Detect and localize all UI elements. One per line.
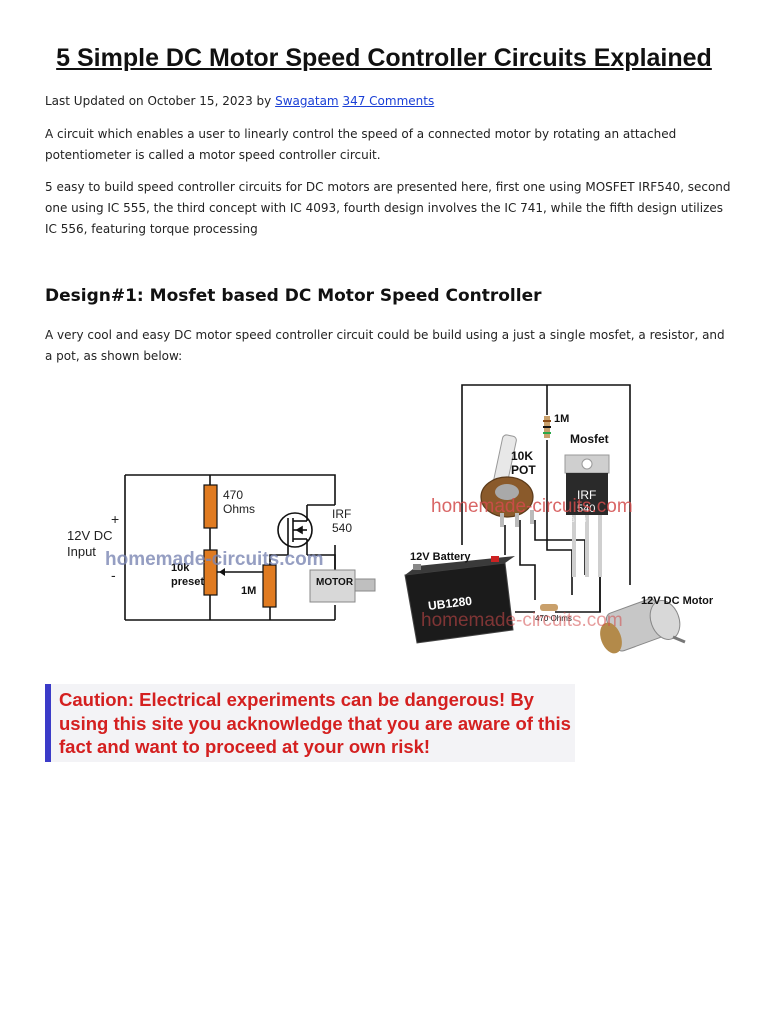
comments-link[interactable]: 347 Comments [342, 94, 435, 108]
wiring-watermark-bottom: homemade-circuits.com [421, 610, 623, 631]
updated-text: Last Updated on October 15, 2023 by [45, 94, 272, 108]
pot-label-line-2: POT [511, 463, 536, 477]
chip-label-line-2: 540 [577, 503, 595, 515]
minus-sign: - [111, 567, 116, 583]
input-label-line-1: 12V DC [67, 528, 113, 543]
resistor-1m [262, 564, 277, 608]
plus-sign: + [111, 511, 119, 527]
pot-label-line-1: 10K [511, 449, 533, 463]
motor-label: MOTOR [316, 577, 354, 588]
motor-box [309, 569, 356, 603]
section-heading: Design#1: Mosfet based DC Motor Speed Co… [45, 286, 542, 306]
wiring-resistor-label: 1M [554, 413, 569, 425]
mosfet-number-label: 540 [332, 521, 352, 535]
schematic-watermark: homemade-circuits.com [105, 549, 324, 570]
page-title: 5 Simple DC Motor Speed Controller Circu… [56, 44, 712, 72]
r1-value-label: 470 [223, 488, 243, 502]
mosfet-chip [566, 473, 608, 515]
intro-paragraph-2: 5 easy to build speed controller circuit… [45, 180, 731, 236]
intro-paragraph-1: A circuit which enables a user to linear… [45, 127, 677, 162]
chip-label-line-1: IRF [577, 488, 596, 502]
battery-label: 12V Battery [410, 551, 471, 563]
input-label-line-2: Input [67, 544, 96, 559]
preset-label-line-1: 10k [171, 562, 190, 574]
resistor-470-ohms-photo [540, 604, 558, 611]
r1-unit-label: Ohms [223, 502, 255, 516]
section-paragraph: A very cool and easy DC motor speed cont… [45, 328, 725, 363]
wiring-watermark-top: homemade-circuits.com [431, 496, 633, 517]
r2-value-label: 1M [241, 585, 256, 597]
author-link[interactable]: Swagatam [275, 94, 339, 108]
post-meta: Last Updated on October 15, 2023 by Swag… [45, 94, 434, 108]
resistor-470-ohms [203, 484, 218, 529]
preset-10k [203, 549, 218, 596]
circuit-figure: 470 Ohms IRF 540 + - 12V DC Input 10k pr… [45, 380, 720, 665]
preset-label-line-2: preset [171, 576, 204, 588]
battery-model-label: UB1280 [427, 594, 473, 613]
mosfet-name-label: IRF [332, 507, 351, 521]
motor-photo-label: 12V DC Motor [641, 595, 714, 607]
caution-banner: Caution: Electrical experiments can be d… [45, 684, 575, 762]
pin-labels: G D S [570, 518, 586, 524]
wiring-diagram [404, 384, 686, 654]
wiring-resistor-value-label: 470 Ohms [535, 614, 572, 623]
mosfet-title-label: Mosfet [570, 432, 609, 446]
dc-motor-photo [600, 598, 686, 654]
